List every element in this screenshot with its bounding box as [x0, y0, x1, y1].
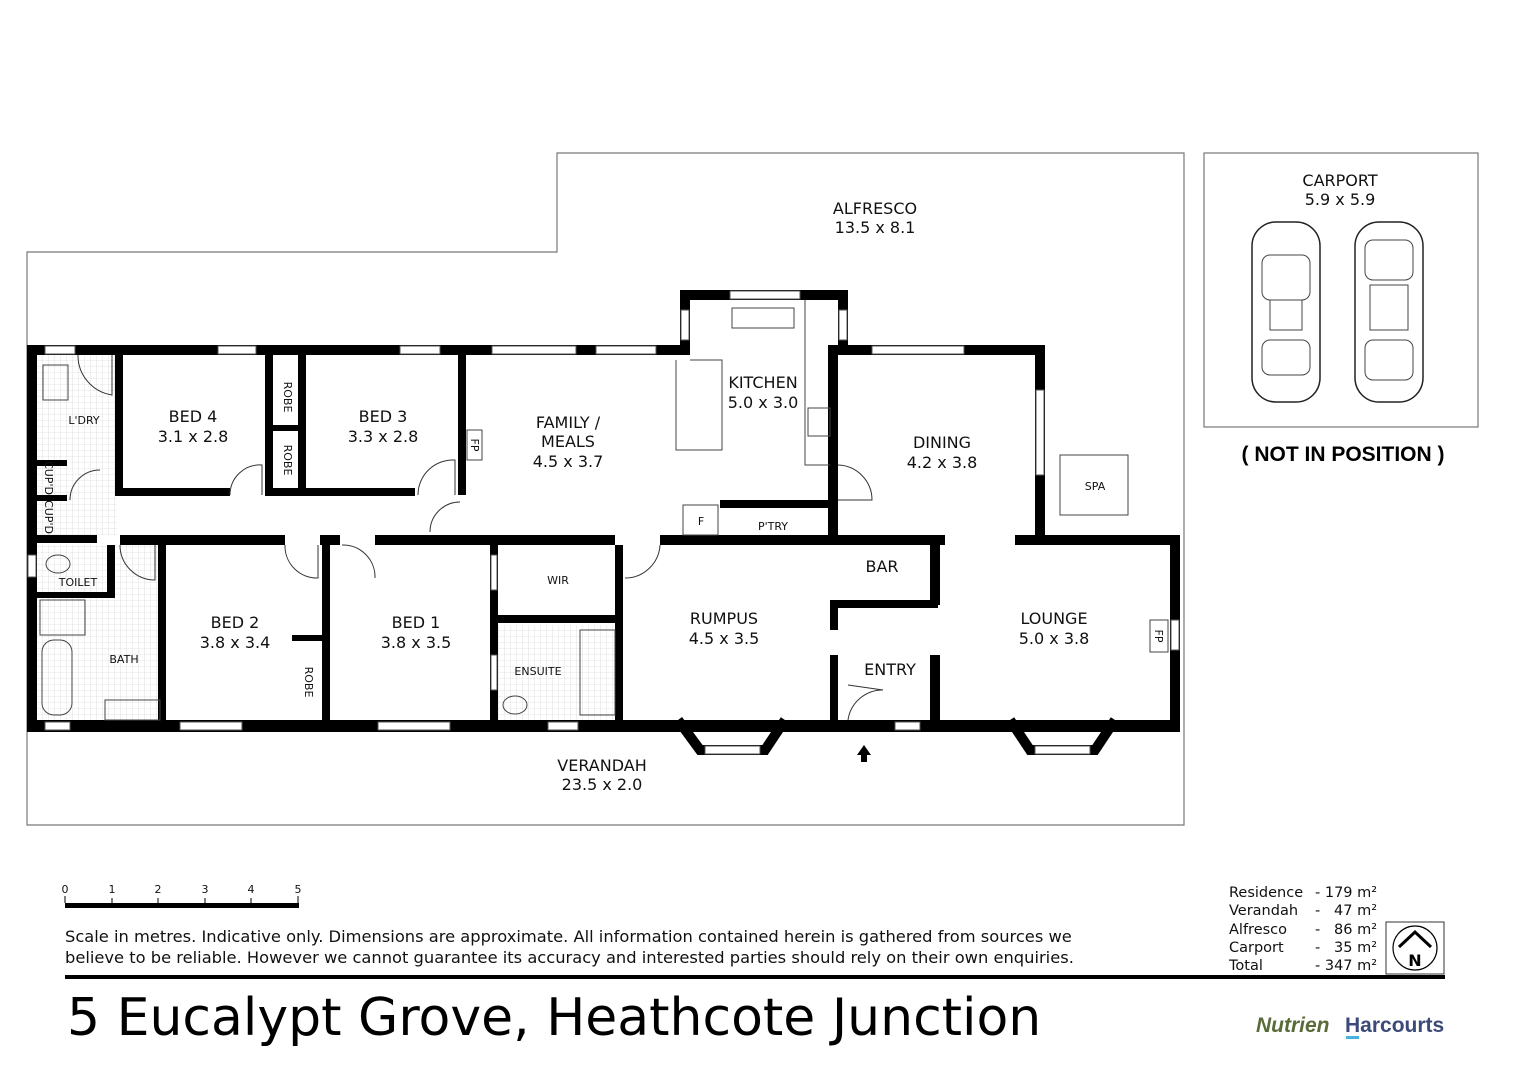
area-label: Total [1228, 958, 1263, 974]
room-name-dining: DINING [913, 433, 971, 452]
area-label: Verandah [1229, 903, 1298, 919]
logo-nutrien: Nutrien [1256, 1014, 1330, 1037]
property-address: 5 Eucalypt Grove, Heathcote Junction [67, 988, 1041, 1048]
room-name-kitchen: KITCHEN [728, 373, 797, 392]
disclaimer-line-1: Scale in metres. Indicative only. Dimens… [65, 927, 1072, 946]
area-summary: Residence - 179 m² Verandah - 47 m² Alfres… [1228, 885, 1377, 974]
laundry-tub-icon [42, 364, 69, 401]
room-dims-lounge: 5.0 x 3.8 [1019, 629, 1090, 648]
shower-icon [39, 599, 86, 636]
room-name-meals: MEALS [541, 432, 595, 451]
area-label: Alfresco [1229, 922, 1287, 938]
bay-windows [673, 717, 1120, 755]
doors [69, 354, 884, 721]
label-spa: SPA [1085, 480, 1106, 493]
outdoor-area-outline [26, 152, 1185, 826]
label-robe-bed2: ROBE [302, 667, 315, 698]
label-fp-lounge: FP [1152, 630, 1165, 643]
wet-area-tiles [37, 355, 620, 720]
fireplace-lounge [1149, 619, 1169, 653]
area-label: Residence [1229, 885, 1303, 901]
label-pantry: P'TRY [758, 520, 788, 533]
label-robe-bed3: ROBE [281, 445, 294, 476]
toilet-icon [45, 554, 71, 574]
fireplace-family [466, 429, 483, 461]
room-dims-rumpus: 4.5 x 3.5 [689, 629, 760, 648]
scale-tick-1: 1 [109, 883, 116, 896]
disclaimer-line-2: believe to be reliable. However we canno… [65, 948, 1074, 967]
room-dims-alfresco: 13.5 x 8.1 [835, 218, 916, 237]
room-name-verandah: VERANDAH [557, 756, 646, 775]
label-robe-bed4: ROBE [281, 382, 294, 413]
area-label: Carport [1229, 940, 1284, 956]
kitchen-fixtures [39, 300, 1169, 721]
label-bath: BATH [109, 653, 138, 666]
scale-tick-5: 5 [295, 883, 302, 896]
sink-icon [731, 307, 795, 329]
carport-dims: 5.9 x 5.9 [1305, 190, 1376, 209]
agency-logo: Nutrien Harcourts [1256, 1014, 1444, 1039]
entry-arrow-icon [857, 745, 871, 762]
label-cupboard-1: CUP'D [42, 461, 55, 495]
scale-bar: 0 1 2 3 4 5 [62, 883, 302, 908]
windows [27, 290, 1180, 731]
room-name-bed2: BED 2 [211, 613, 260, 632]
room-dims-verandah: 23.5 x 2.0 [562, 775, 643, 794]
room-dims-family: 4.5 x 3.7 [533, 452, 604, 471]
label-fp-family: FP [468, 439, 481, 452]
north-compass-icon: N [1385, 921, 1445, 975]
room-dims-bed2: 3.8 x 3.4 [200, 633, 271, 652]
room-name-bed1: BED 1 [392, 613, 441, 632]
vanity-icon [104, 699, 161, 721]
room-name-bed3: BED 3 [359, 407, 408, 426]
room-name-family: FAMILY / [536, 413, 601, 432]
label-bar: BAR [865, 557, 898, 576]
area-value: - 35 m² [1315, 940, 1377, 956]
label-fridge: F [698, 515, 704, 528]
scale-tick-4: 4 [248, 883, 255, 896]
room-dims-kitchen: 5.0 x 3.0 [728, 393, 799, 412]
car-icon [1251, 221, 1321, 403]
bathtub-icon [41, 639, 73, 716]
room-dims-bed1: 3.8 x 3.5 [381, 633, 452, 652]
carport-outline [1203, 152, 1479, 428]
cooktop-icon [807, 407, 831, 437]
ensuite-shower-icon [579, 629, 616, 716]
room-dims-bed4: 3.1 x 2.8 [158, 427, 229, 446]
car-icon [1354, 221, 1424, 403]
label-entry: ENTRY [864, 660, 916, 679]
fridge-space [682, 504, 719, 536]
scale-tick-3: 3 [202, 883, 209, 896]
scale-tick-2: 2 [155, 883, 162, 896]
area-value: - 347 m² [1315, 958, 1377, 974]
label-ensuite: ENSUITE [514, 665, 561, 678]
spa-icon [1059, 454, 1129, 516]
label-laundry: L'DRY [68, 414, 100, 427]
room-dims-bed3: 3.3 x 2.8 [348, 427, 419, 446]
logo-harcourts: Harcourts [1345, 1014, 1444, 1037]
room-name-lounge: LOUNGE [1020, 609, 1087, 628]
room-name-bed4: BED 4 [169, 407, 218, 426]
room-dims-dining: 4.2 x 3.8 [907, 453, 978, 472]
area-value: - 179 m² [1315, 885, 1377, 901]
label-toilet: TOILET [58, 576, 98, 589]
carport-name: CARPORT [1302, 171, 1377, 190]
area-value: - 47 m² [1315, 903, 1377, 919]
label-cupboard-2: CUP'D [42, 500, 55, 534]
scale-tick-0: 0 [62, 883, 69, 896]
room-name-rumpus: RUMPUS [690, 609, 758, 628]
not-in-position-note: ( NOT IN POSITION ) [1242, 443, 1445, 466]
area-value: - 86 m² [1315, 922, 1377, 938]
ensuite-toilet-icon [502, 695, 528, 715]
compass-letter: N [1408, 951, 1421, 970]
label-wir: WIR [547, 574, 569, 587]
room-name-alfresco: ALFRESCO [833, 199, 917, 218]
